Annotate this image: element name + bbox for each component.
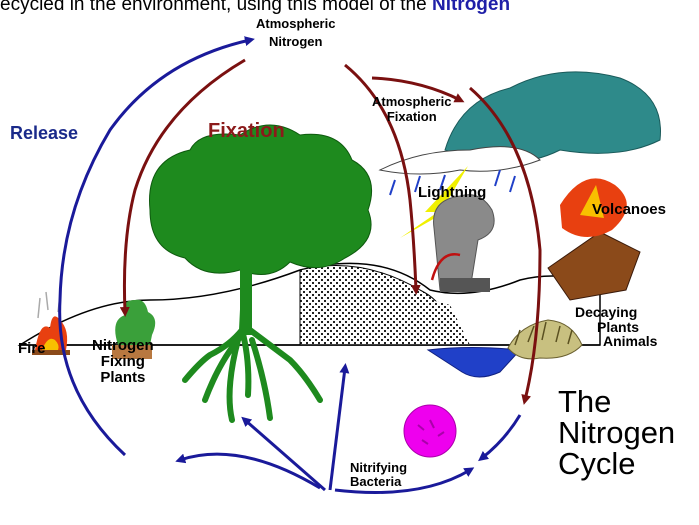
label-line: Animals <box>575 334 657 349</box>
lightning-label: Lightning <box>418 185 486 200</box>
fixation-label: Fixation <box>208 121 285 141</box>
intro-highlight: Nitrogen <box>432 0 510 15</box>
factory-building <box>440 278 490 292</box>
volcanoes-label: Volcanoes <box>592 202 666 217</box>
nitrifying-bacteria-label: Nitrifying Bacteria <box>350 461 407 490</box>
label-line: Plants <box>92 370 154 386</box>
landscape <box>20 263 600 345</box>
release-label: Release <box>10 124 78 142</box>
decaying-label: Decaying Plants Animals <box>575 305 657 349</box>
atmospheric-fixation-label: Atmospheric Fixation <box>372 95 451 123</box>
nitrogen-fixing-plants-label: Nitrogen Fixing Plants <box>92 338 154 385</box>
label-line: Nitrogen <box>256 35 335 48</box>
arrow-to-roots-left <box>180 454 320 488</box>
fire-label: Fire <box>18 341 46 356</box>
label-line: Atmospheric <box>256 17 335 30</box>
title-line: Cycle <box>558 448 675 479</box>
water-pool <box>428 348 520 378</box>
nitrifying-bacteria-icon <box>404 405 456 457</box>
label-line: Bacteria <box>350 475 407 489</box>
arrow-to-roots <box>245 420 325 490</box>
label-line: Plants <box>575 320 657 335</box>
arrow-to-bacteria <box>482 415 520 458</box>
arrow-to-soil <box>330 368 345 490</box>
label-line: Decaying <box>575 305 657 320</box>
title-line: Nitrogen <box>558 417 675 448</box>
label-line: Fixation <box>372 110 451 123</box>
label-line: Fixing <box>92 354 154 370</box>
label-line: Nitrogen <box>92 338 154 354</box>
atmospheric-nitrogen-label: Atmospheric Nitrogen <box>256 17 335 48</box>
factory-smoke <box>432 195 494 292</box>
title-line: The <box>558 386 675 417</box>
intro-prefix: ecycled in the environment, using this m… <box>0 0 432 15</box>
label-line: Nitrifying <box>350 461 407 475</box>
label-line: Atmospheric <box>372 95 451 108</box>
intro-text: ecycled in the environment, using this m… <box>0 0 510 16</box>
volcano <box>548 178 640 300</box>
diagram-title: The Nitrogen Cycle <box>558 386 675 479</box>
